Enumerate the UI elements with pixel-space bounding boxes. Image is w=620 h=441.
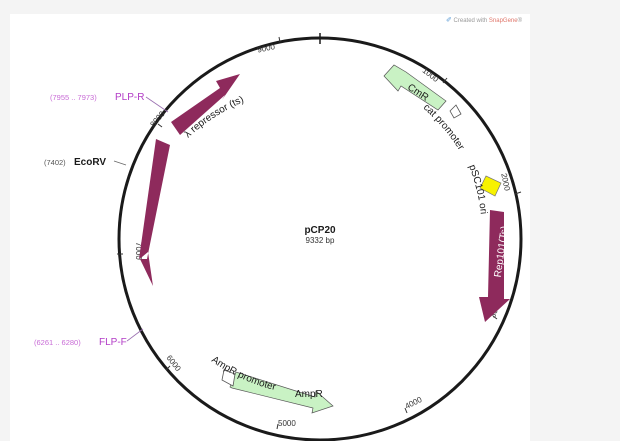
ampr-arrow (229, 371, 334, 414)
plp-r-name: PLP-R (115, 92, 144, 103)
feature-psc101-ori[interactable]: pSC101 ori (466, 163, 502, 215)
tick-2000: 2000 (499, 172, 522, 195)
map-panel: 1000 2000 3000 4000 5000 6000 7000 8000 … (10, 14, 530, 441)
svg-text:7000: 7000 (134, 242, 143, 260)
plasmid-length: 9332 bp (306, 236, 335, 245)
ecorv-name: EcoRV (74, 157, 106, 168)
snapgene-logo-icon: ✐ (446, 17, 452, 24)
flp-f-range: (6261 .. 6280) (34, 338, 81, 347)
cat-promoter-label: cat promoter (421, 102, 467, 153)
svg-text:2000: 2000 (499, 172, 512, 192)
svg-text:4000: 4000 (403, 395, 423, 411)
snapgene-credit: ✐ Created with SnapGene® (446, 17, 523, 24)
feature-lambda-repressor[interactable]: λ repressor (ts) (171, 74, 245, 140)
feature-rep101[interactable]: Rep101(Ts) (479, 210, 511, 322)
svg-text:9000: 9000 (256, 42, 276, 55)
flp-f-name: FLP-F (99, 337, 127, 348)
flp-arrow (139, 139, 170, 286)
ampr-label: AmpR (295, 389, 323, 400)
feature-cat-promoter[interactable]: cat promoter (421, 102, 467, 153)
plasmid-map: 1000 2000 3000 4000 5000 6000 7000 8000 … (34, 33, 523, 441)
flp-label: FLP (129, 193, 142, 213)
tick-7000: 7000 (117, 242, 143, 260)
tick-4000: 4000 (403, 395, 424, 414)
psc101-ori-box (479, 175, 502, 197)
site-flp-f[interactable]: (6261 .. 6280) FLP-F (34, 337, 127, 348)
plp-r-leader (145, 96, 169, 113)
feature-cmr[interactable]: CmR (383, 64, 447, 111)
cat-promoter-arrow (449, 104, 462, 119)
svg-text:5000: 5000 (278, 419, 296, 428)
flp-f-leader (126, 328, 144, 342)
lambda-repressor-arrow (171, 74, 240, 135)
tick-5000: 5000 (276, 419, 296, 430)
feature-flp[interactable]: FLP (129, 139, 170, 286)
feature-ampr[interactable]: AmpR (229, 371, 334, 414)
rep101-arrow (479, 210, 510, 322)
ampr-promoter-arrow (221, 369, 236, 387)
site-ecorv[interactable]: (7402) EcoRV (44, 157, 106, 168)
cmr-arrow (383, 64, 447, 111)
ecorv-position: (7402) (44, 158, 66, 167)
plasmid-name: pCP20 (304, 225, 336, 236)
site-plp-r[interactable]: (7955 .. 7973) PLP-R (50, 92, 144, 103)
svg-text:1000: 1000 (421, 66, 441, 84)
ecorv-leader (113, 160, 127, 166)
plp-r-range: (7955 .. 7973) (50, 93, 97, 102)
tick-9000: 9000 (256, 36, 281, 55)
